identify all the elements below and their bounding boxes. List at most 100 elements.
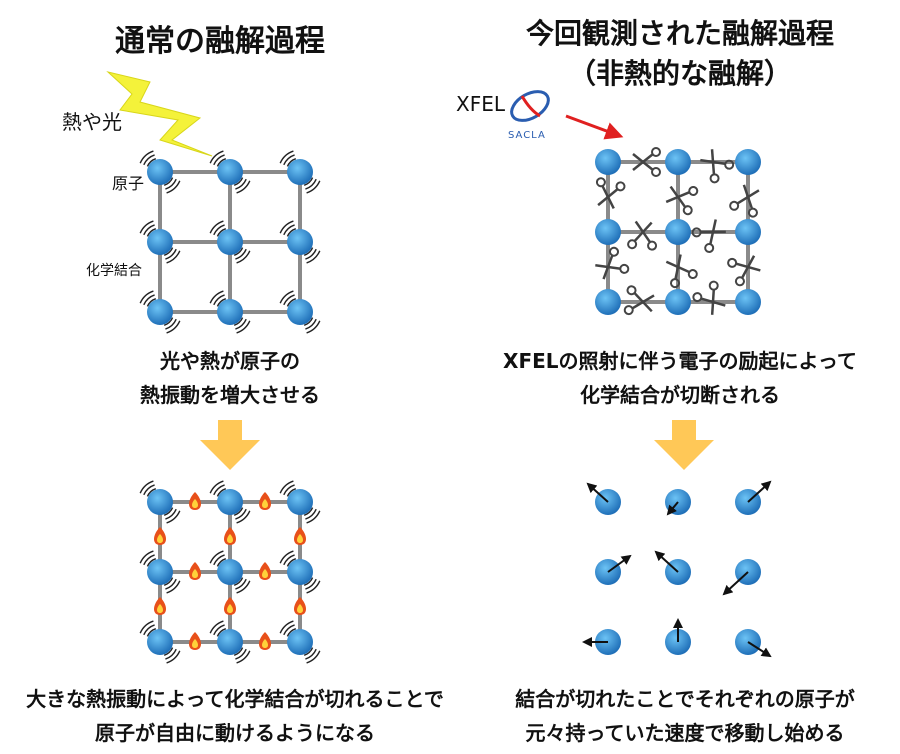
vibration-arc (306, 580, 321, 594)
vibration-arc (233, 247, 244, 256)
vibration-arc (139, 150, 154, 164)
vibration-arc (233, 317, 244, 326)
scissors-handle (619, 263, 630, 274)
vibration-arc (139, 550, 154, 564)
vibration-arc (305, 248, 317, 260)
scissors-handle (626, 285, 637, 296)
atom (287, 559, 313, 585)
vibration-arc (143, 484, 155, 496)
vibration-arc (165, 248, 177, 260)
vibration-arc (235, 648, 247, 660)
vibration-arc (283, 294, 295, 306)
scissors-blade (709, 219, 717, 245)
bond-label: 化学結合 (86, 263, 142, 279)
flame-icon (154, 527, 166, 545)
lattice-right-free-atoms (582, 480, 772, 658)
down-arrow-left (200, 420, 260, 470)
velocity-arrow (747, 480, 772, 503)
vibration-icon (139, 220, 181, 264)
caption-left-step2-line2: 原子が自由に動けるようになる (95, 721, 375, 745)
vibration-arc (213, 224, 225, 236)
xfel-red-arrow (565, 114, 624, 140)
vibration-arc (139, 220, 154, 234)
vibration-arc (306, 180, 321, 194)
caption-right-step1-line1: XFELの照射に伴う電子の励起によって (503, 349, 857, 373)
vibration-arc (306, 510, 321, 524)
caption-left-step1-line2: 熱振動を増大させる (140, 383, 320, 407)
vibration-arc (216, 298, 227, 307)
vibration-arc (163, 317, 174, 326)
atom (287, 629, 313, 655)
vibration-arc (216, 228, 227, 237)
vibration-arc (213, 624, 225, 636)
vibration-arc (235, 508, 247, 520)
vibration-arc (143, 294, 155, 306)
scissors-handle (727, 257, 738, 268)
atom (147, 559, 173, 585)
scissors-handle (724, 159, 735, 170)
flame-inner (192, 499, 198, 508)
scissors-handle (688, 185, 699, 196)
vibration-arc (286, 488, 297, 497)
vibration-arc (209, 620, 224, 634)
vibration-arc (279, 550, 294, 564)
scissors-handle (615, 181, 626, 192)
scissors-blade (601, 184, 615, 210)
atom (147, 299, 173, 325)
vibration-arc (286, 298, 297, 307)
scissors-handle (595, 177, 606, 188)
atom (735, 289, 761, 315)
vibration-arc (236, 320, 251, 334)
vibration-arc (146, 558, 157, 567)
scissors-handle (708, 280, 719, 291)
flame-icon (154, 597, 166, 615)
atom (735, 149, 761, 175)
scissors-icon (691, 219, 726, 253)
vibration-arc (146, 298, 157, 307)
vibration-arc (279, 290, 294, 304)
atom (217, 629, 243, 655)
atom (147, 229, 173, 255)
vibration-arc (146, 228, 157, 237)
vibration-arc (165, 318, 177, 330)
vibration-arc (283, 554, 295, 566)
vibration-arc (143, 154, 155, 166)
scissors-icon (692, 280, 726, 315)
flame-inner (192, 639, 198, 648)
vibration-arc (166, 320, 181, 334)
scissors-handle (692, 292, 703, 303)
vibration-arc (166, 180, 181, 194)
vibration-arc (305, 508, 317, 520)
down-arrow-right (654, 420, 714, 470)
vibration-arc (216, 488, 227, 497)
caption-left-step1-line1: 光や熱が原子の (160, 349, 300, 373)
scissors-icon (665, 185, 699, 216)
vibration-arc (213, 554, 225, 566)
vibration-arc (303, 317, 314, 326)
velocity-arrow (747, 641, 772, 658)
caption-right-step2-line2: 元々持っていた速度で移動し始める (525, 721, 845, 745)
scissors-handle (608, 246, 619, 257)
vibration-arc (233, 647, 244, 656)
vibration-arc (306, 320, 321, 334)
vibration-icon (139, 550, 181, 594)
vibration-icon (279, 550, 321, 594)
vibration-arc (235, 318, 247, 330)
caption-left-step2-line1: 大きな熱振動によって化学結合が切れることで (26, 687, 444, 711)
vibration-arc (286, 628, 297, 637)
scissors-icon (595, 177, 626, 210)
scissors-icon (632, 147, 661, 177)
vibration-arc (235, 578, 247, 590)
flame-inner (262, 499, 268, 508)
flame-inner (192, 569, 198, 578)
vibration-arc (213, 484, 225, 496)
flame-inner (297, 534, 303, 543)
caption-right-step1: XFELの照射に伴う電子の励起によって 化学結合が切断される (460, 344, 900, 412)
vibration-arc (166, 250, 181, 264)
scissors-handle (682, 205, 693, 216)
vibration-arc (283, 224, 295, 236)
vibration-arc (216, 158, 227, 167)
vibration-arc (233, 507, 244, 516)
scissors-handle (647, 240, 658, 251)
